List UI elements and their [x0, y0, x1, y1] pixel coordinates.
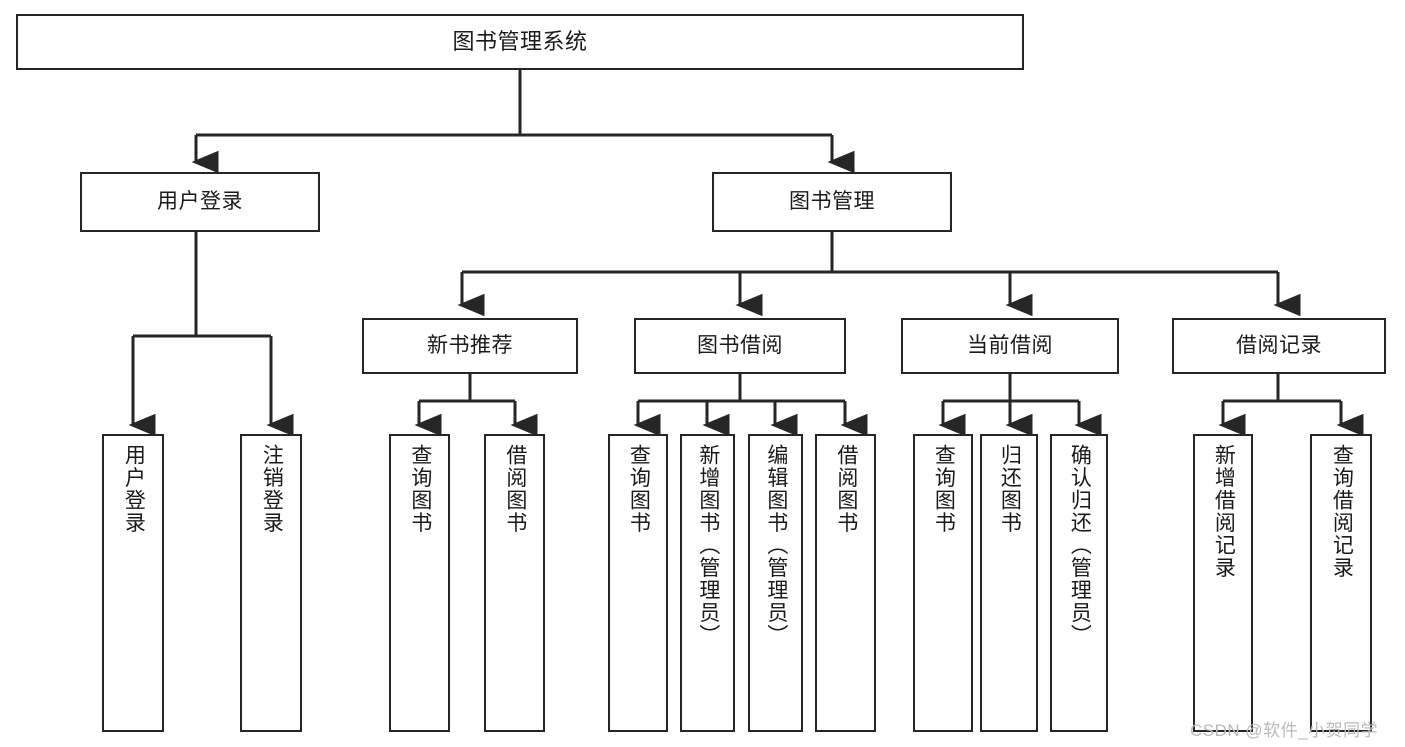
node-label: 新增图书（管理员） [696, 444, 720, 647]
node-label: 用户登录 [157, 190, 243, 214]
node-borrowing-records[interactable]: 借阅记录 [1172, 318, 1386, 374]
leaf-add-book-admin[interactable]: 新增图书（管理员） [680, 434, 735, 732]
leaf-return-books[interactable]: 归还图书 [980, 434, 1038, 732]
node-user-login[interactable]: 用户登录 [80, 172, 320, 232]
leaf-logout[interactable]: 注销登录 [240, 434, 302, 732]
node-label: 借阅图书 [503, 444, 527, 534]
node-current-borrowing[interactable]: 当前借阅 [901, 318, 1119, 374]
node-label: 注销登录 [260, 444, 284, 534]
leaf-query-borrowing-record[interactable]: 查询借阅记录 [1310, 434, 1372, 732]
node-book-borrowing[interactable]: 图书借阅 [634, 318, 846, 374]
leaf-add-borrowing-record[interactable]: 新增借阅记录 [1193, 434, 1253, 732]
node-label: 查询图书 [932, 444, 956, 534]
node-label: 归还图书 [998, 444, 1022, 534]
node-label: 图书管理系统 [452, 28, 588, 54]
leaf-confirm-return-admin[interactable]: 确认归还（管理员） [1050, 434, 1108, 732]
node-book-management[interactable]: 图书管理 [712, 172, 952, 232]
node-label: 确认归还（管理员） [1068, 444, 1092, 647]
node-label: 新书推荐 [427, 334, 513, 358]
leaf-borrow-books-borrowing[interactable]: 借阅图书 [815, 434, 876, 732]
leaf-query-books-current[interactable]: 查询图书 [913, 434, 973, 732]
node-new-book-recommendation[interactable]: 新书推荐 [362, 318, 578, 374]
node-label: 编辑图书（管理员） [764, 444, 788, 647]
node-label: 图书管理 [789, 190, 875, 214]
leaf-edit-book-admin[interactable]: 编辑图书（管理员） [748, 434, 803, 732]
leaf-query-books-recommendation[interactable]: 查询图书 [389, 434, 450, 732]
node-label: 当前借阅 [967, 334, 1053, 358]
node-label: 借阅图书 [834, 444, 858, 534]
leaf-borrow-books-recommendation[interactable]: 借阅图书 [484, 434, 545, 732]
leaf-query-books-borrowing[interactable]: 查询图书 [608, 434, 668, 732]
node-book-management-system[interactable]: 图书管理系统 [16, 14, 1024, 70]
node-label: 用户登录 [122, 444, 146, 534]
node-label: 新增借阅记录 [1212, 444, 1236, 579]
node-label: 查询借阅记录 [1330, 444, 1354, 579]
node-label: 查询图书 [408, 444, 432, 534]
leaf-user-login[interactable]: 用户登录 [102, 434, 164, 732]
node-label: 图书借阅 [697, 334, 783, 358]
node-label: 查询图书 [627, 444, 651, 534]
node-label: 借阅记录 [1236, 334, 1322, 358]
